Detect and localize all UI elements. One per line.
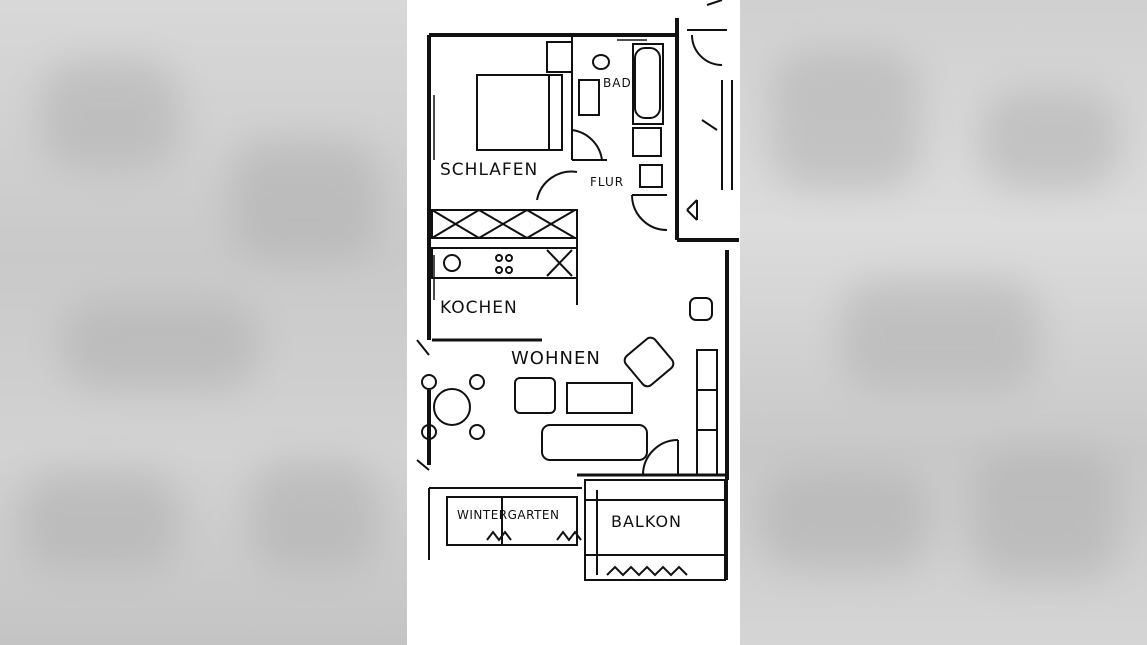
winter-garden	[428, 487, 582, 560]
kitchen	[431, 209, 578, 342]
blurred-background-right	[740, 0, 1147, 645]
balcony	[584, 479, 728, 581]
room-label-bad: BAD	[603, 76, 632, 90]
floor-plan-drawing	[416, 0, 739, 581]
room-label-kochen: KOCHEN	[440, 298, 518, 318]
room-label-schlafen: SCHLAFEN	[440, 160, 539, 180]
room-label-wohnen: WOHNEN	[511, 348, 601, 369]
room-label-wintergarten: WINTERGARTEN	[457, 508, 560, 522]
blurred-background-left	[0, 0, 407, 645]
hallway	[536, 0, 733, 231]
room-label-balkon: BALKON	[611, 512, 683, 531]
living-room	[416, 297, 727, 477]
bathroom	[571, 34, 664, 161]
floor-plan: SCHLAFEN BAD FLUR KOCHEN WOHNEN WINTERGA…	[407, 0, 740, 645]
outer-walls	[427, 18, 739, 480]
room-label-flur: FLUR	[590, 175, 625, 189]
bedroom	[476, 35, 573, 160]
